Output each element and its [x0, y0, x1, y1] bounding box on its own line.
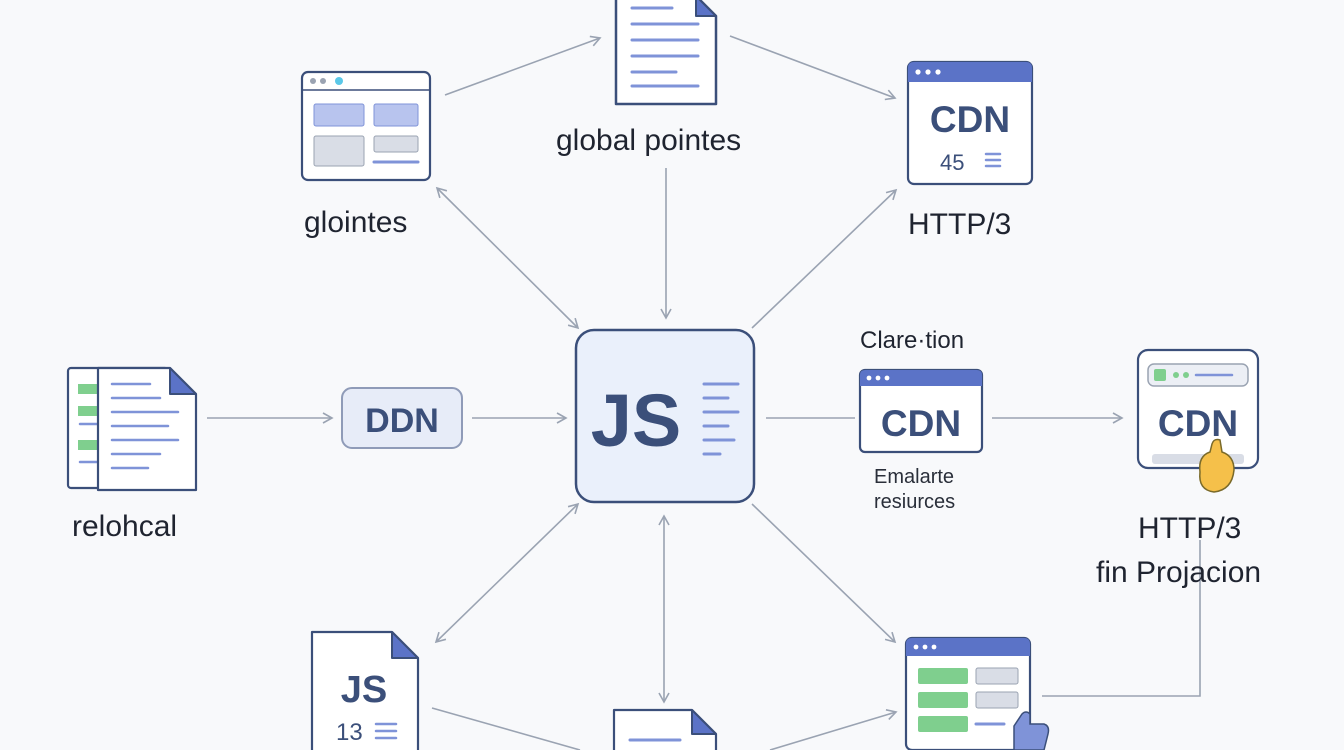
arrow-js-file-to-doc-bottom	[431, 707, 581, 750]
label-relohcal: relohcal	[72, 510, 178, 543]
cdn-window-top: CDN 45	[906, 60, 1034, 186]
js-center-label: JS	[591, 379, 682, 462]
document-bottom	[612, 708, 718, 750]
label-glointes: glointes	[304, 206, 408, 239]
label-http3-right: HTTP/3	[1138, 512, 1242, 545]
cdn-right-label: CDN	[1158, 403, 1238, 444]
label-resiurces: resiurces	[874, 491, 956, 513]
connector-dashboard-to-cdn-right	[1042, 540, 1201, 697]
cdn-device-right: CDN	[1136, 348, 1260, 470]
label-clare-tion: Clare·tion	[860, 327, 965, 354]
arrow-browser-js-bidirectional	[435, 186, 580, 330]
js-center-node: JS	[574, 328, 756, 504]
dashboard-window	[904, 636, 1032, 750]
arrow-js-to-cdn-top	[751, 188, 898, 329]
arrows	[207, 35, 1201, 750]
cdn-window-mid: CDN	[858, 368, 984, 454]
thumbs-up-icon	[1013, 711, 1050, 750]
arrow-doc-to-cdn-top	[729, 35, 897, 101]
arrow-doc-bottom-to-dashboard	[769, 709, 898, 750]
ddn-node: DDN	[341, 387, 463, 449]
arrow-js-to-dashboard	[751, 503, 897, 644]
file-stack-left	[66, 366, 198, 492]
label-emalarte: Emalarte	[874, 466, 955, 488]
hand-cursor-icon	[1198, 438, 1235, 493]
document-top	[614, 0, 718, 106]
label-http3-top: HTTP/3	[908, 208, 1012, 241]
arrow-js-file-js-bidirectional	[434, 502, 580, 644]
js-file-label: JS	[341, 669, 387, 711]
cdn-top-sub: 45	[940, 150, 964, 175]
cdn-top-title: CDN	[930, 99, 1010, 140]
js-file-number: 13	[336, 719, 363, 746]
arrow-browser-to-doc	[444, 35, 602, 96]
label-fin-projacion: fin Projacion	[1096, 556, 1262, 589]
js-file-bottom: JS 13	[310, 630, 420, 750]
browser-window-top-left	[300, 70, 432, 182]
ddn-label: DDN	[365, 402, 439, 440]
cdn-mid-label: CDN	[881, 403, 961, 444]
label-global-pointes: global pointes	[556, 124, 742, 157]
